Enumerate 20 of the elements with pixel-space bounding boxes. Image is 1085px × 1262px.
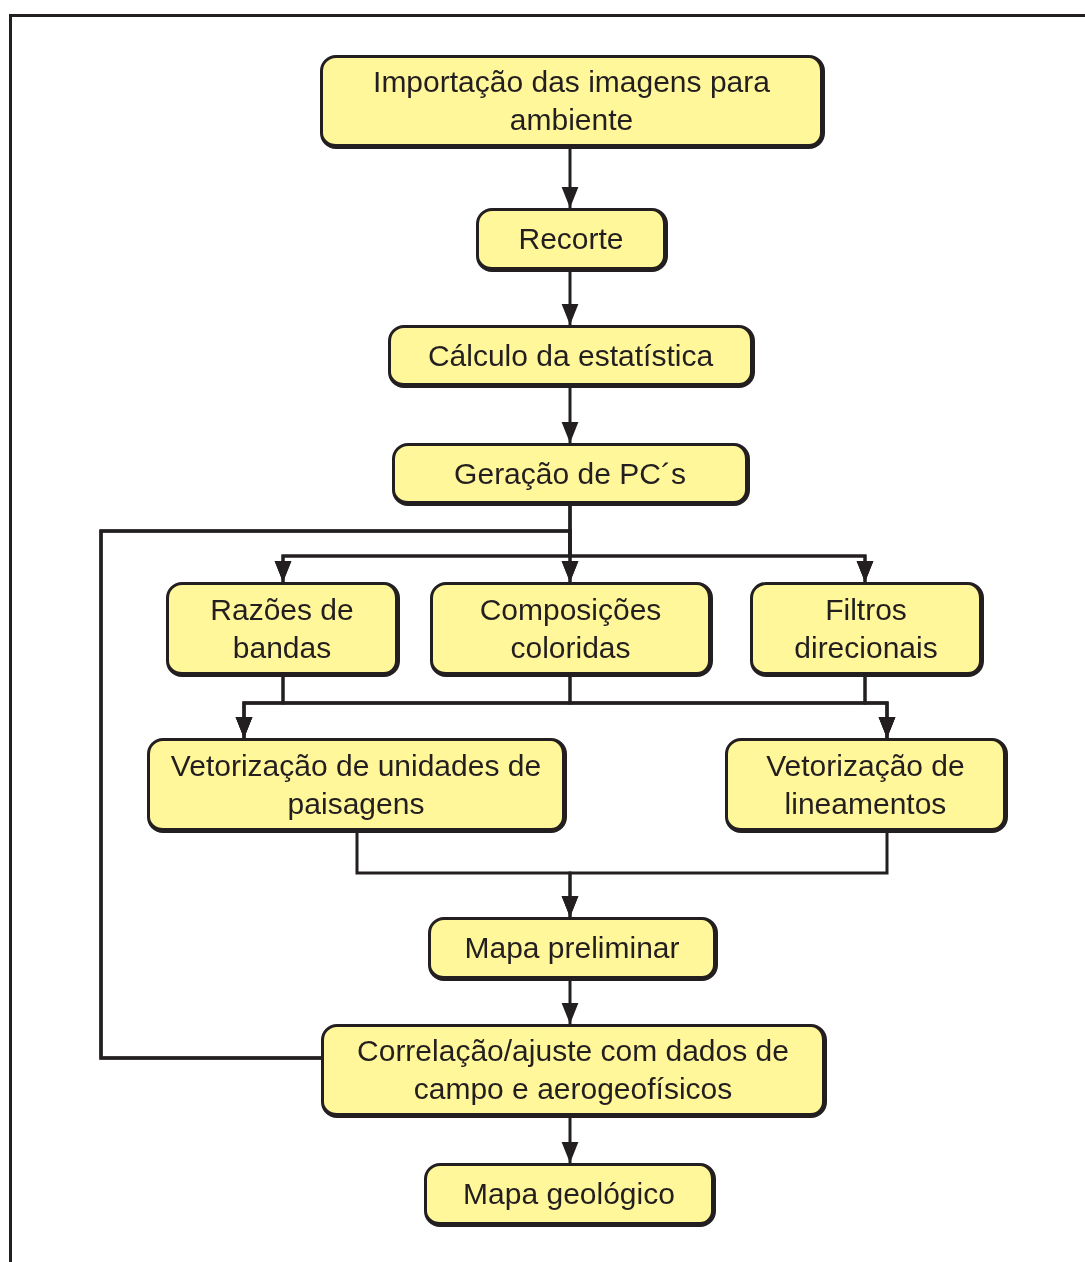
- process-box: Mapa preliminar: [428, 917, 718, 981]
- arrow: [561, 833, 889, 917]
- process-box: Mapa geológico: [424, 1163, 716, 1227]
- process-box: Recorte: [476, 208, 668, 272]
- process-box: Geração de PC´s: [392, 443, 750, 506]
- arrow: [561, 981, 579, 1024]
- arrow: [561, 1118, 579, 1163]
- arrow: [561, 272, 579, 325]
- arrow: [99, 529, 874, 1060]
- process-box: Razões de bandas: [166, 582, 400, 677]
- process-box: Importação das imagens para ambiente: [320, 55, 825, 149]
- process-box: Filtros direcionais: [750, 582, 984, 677]
- process-box: Composições coloridas: [430, 582, 713, 677]
- process-box: Vetorização de lineamentos: [725, 738, 1008, 833]
- process-box: Vetorização de unidades de paisagens: [147, 738, 567, 833]
- arrow: [561, 149, 579, 208]
- arrow: [561, 388, 579, 443]
- process-box: Correlação/ajuste com dados de campo e aerogeofísicos: [321, 1024, 827, 1118]
- arrow: [863, 677, 896, 738]
- process-box: Cálculo da estatística: [388, 325, 755, 388]
